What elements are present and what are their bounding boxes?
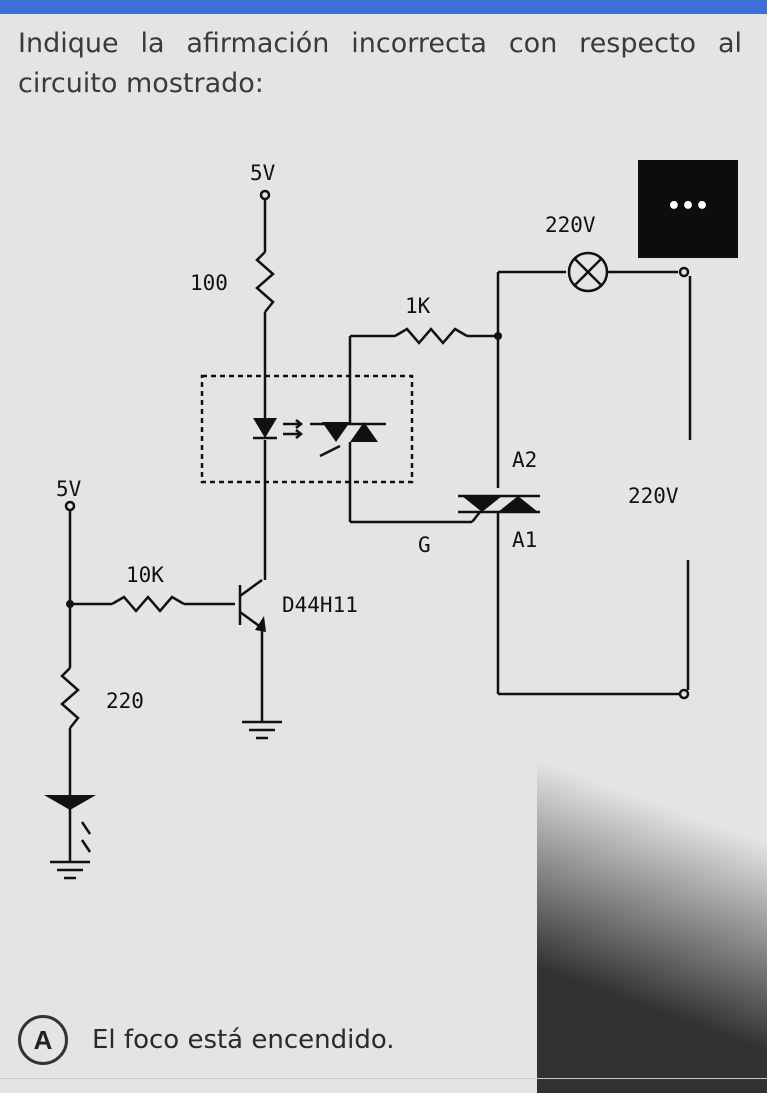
- label-resistor-10k: 10K: [126, 563, 164, 587]
- label-5v-top: 5V: [250, 161, 276, 185]
- more-options-button[interactable]: •••: [638, 160, 738, 258]
- option-a-text: El foco está encendido.: [92, 1025, 395, 1055]
- option-a[interactable]: A El foco está encendido.: [18, 1010, 618, 1070]
- label-220v-right: 220V: [628, 484, 679, 508]
- divider: [0, 1078, 767, 1079]
- question-text: Indique la afirmación incorrecta con res…: [18, 28, 742, 99]
- label-5v-left: 5V: [56, 477, 82, 501]
- label-gate: G: [418, 533, 431, 557]
- circuit-diagram: 5V 100 1K 220V A2 220V G A1 5V 10K D44H1…: [0, 140, 767, 1000]
- top-accent-bar: [0, 0, 767, 14]
- label-resistor-1k: 1K: [405, 294, 431, 318]
- more-dots-icon: •••: [667, 194, 709, 219]
- label-resistor-100: 100: [190, 271, 228, 295]
- label-a2: A2: [512, 448, 537, 472]
- label-a1: A1: [512, 528, 537, 552]
- label-220v-lamp: 220V: [545, 213, 596, 237]
- option-a-badge: A: [18, 1015, 68, 1065]
- label-transistor: D44H11: [282, 593, 358, 617]
- label-resistor-220: 220: [106, 689, 144, 713]
